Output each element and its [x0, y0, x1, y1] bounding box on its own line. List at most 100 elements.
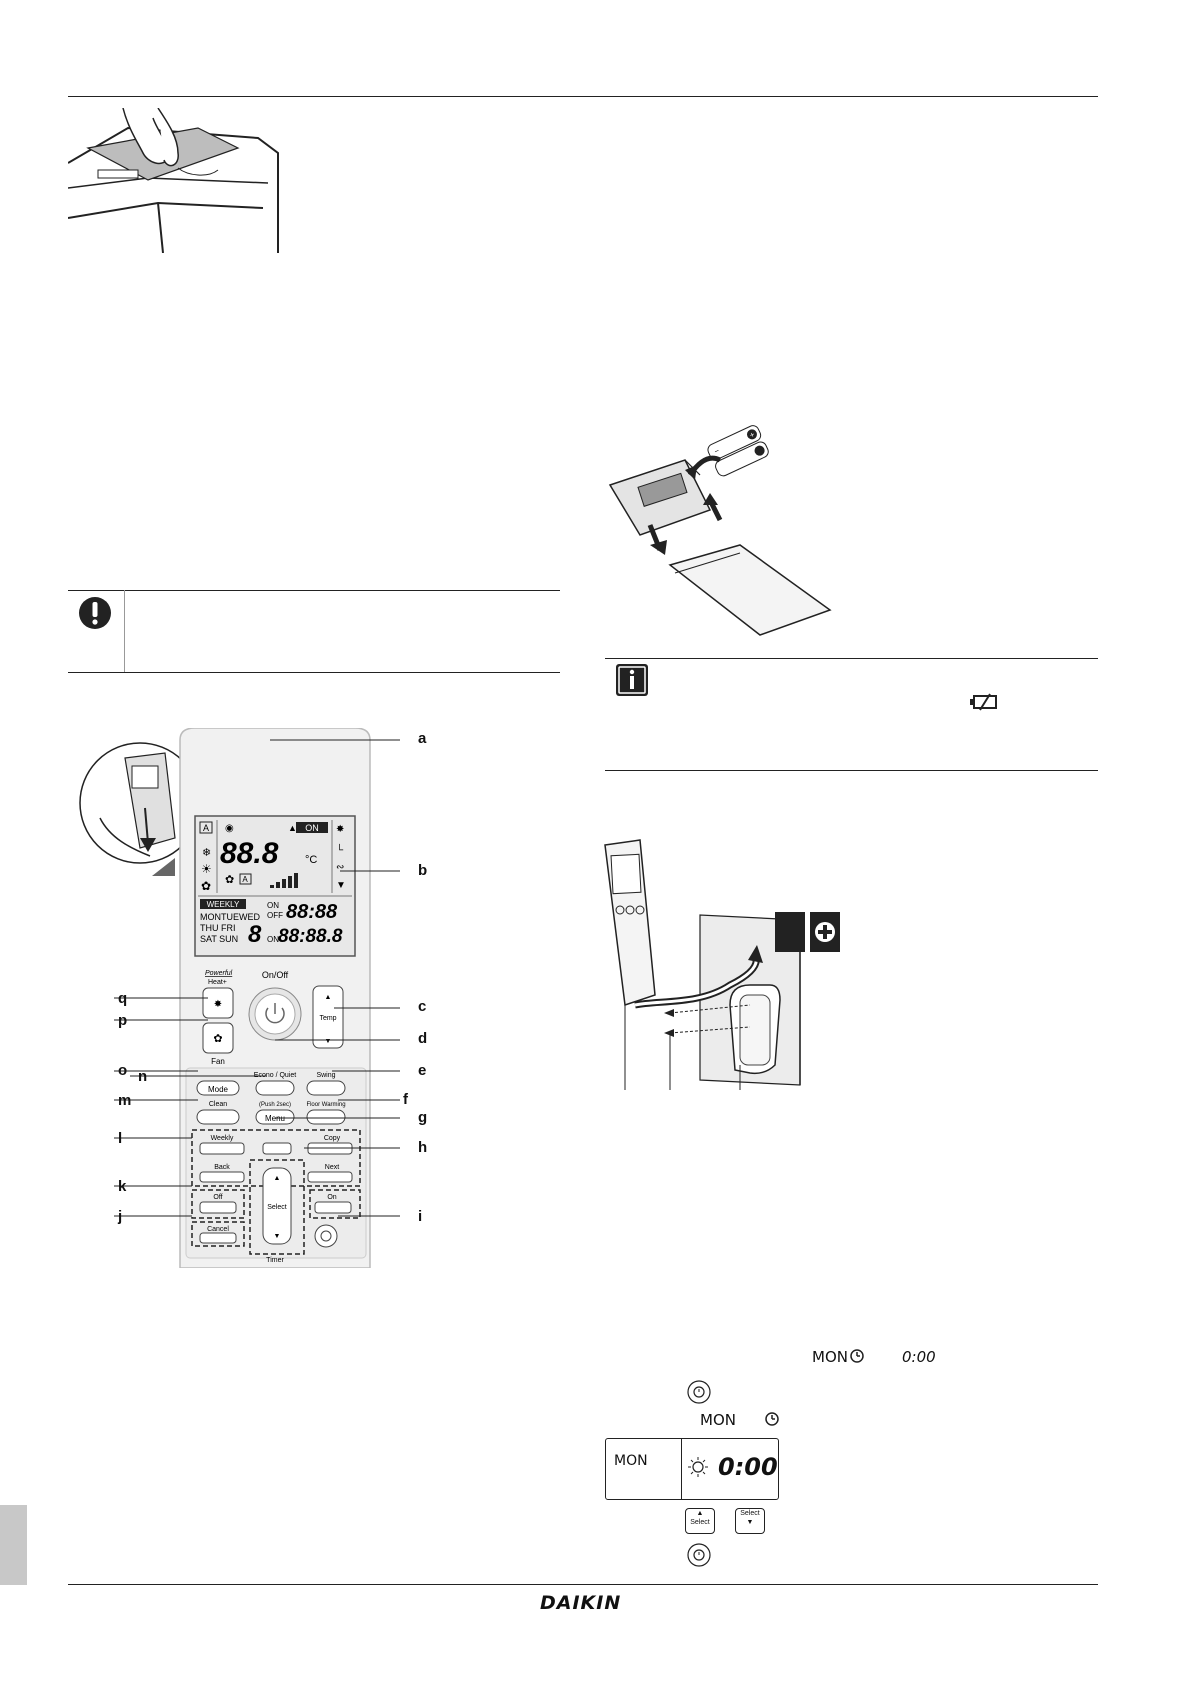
svg-text:▼: ▼ [274, 1233, 281, 1240]
callout-e: e [418, 1062, 427, 1079]
floor-warming-button[interactable] [306, 1109, 346, 1125]
select-up-label: Select [690, 1519, 710, 1526]
info-bottom-rule [605, 770, 1098, 771]
timer-button-icon-2 [687, 1543, 711, 1567]
caution-divider [124, 590, 125, 672]
select-button[interactable] [262, 1167, 292, 1245]
temp-button[interactable] [312, 985, 344, 1049]
callout-g: g [418, 1109, 428, 1126]
clean-button[interactable] [196, 1109, 240, 1125]
lcd-days-row2: THU FRI [200, 923, 236, 933]
econo-quiet-button[interactable] [255, 1080, 295, 1096]
label-floor-warming: Floor Warming [306, 1102, 345, 1108]
lcd-on-label: ON [267, 901, 279, 910]
label-clean: Clean [209, 1101, 227, 1108]
label-timer: Timer [266, 1257, 284, 1264]
svg-text:❄: ❄ [202, 847, 211, 859]
label-heat-plus: Heat+ [208, 979, 227, 986]
svg-text:✿: ✿ [225, 874, 234, 886]
battery-low-icon [970, 693, 997, 711]
fan-button[interactable] [202, 1022, 234, 1054]
weekly-button[interactable] [199, 1142, 245, 1155]
timer-lcd-preview: MON 0:00 [605, 1438, 779, 1500]
callout-o: o [118, 1062, 128, 1079]
callout-l: l [118, 1130, 123, 1147]
lcd-on-badge: ON [305, 823, 319, 833]
callout-f: f [403, 1091, 408, 1108]
svg-text:+: + [748, 430, 756, 440]
remote-holder-mounting-illustration [604, 839, 840, 1090]
back-button[interactable] [199, 1171, 245, 1183]
label-mode: Mode [208, 1085, 229, 1094]
svg-text:✸: ✸ [214, 999, 222, 1010]
svg-text:✸: ✸ [336, 824, 344, 835]
info-icon [616, 664, 648, 696]
svg-text:☀: ☀ [201, 862, 212, 876]
label-cancel: Cancel [207, 1226, 229, 1233]
svg-text:✿: ✿ [201, 879, 211, 893]
label-temp: Temp [319, 1015, 336, 1022]
select-up-icon: ▲Select [685, 1508, 715, 1534]
mode-button[interactable] [196, 1080, 240, 1096]
lcd-off-label: OFF [267, 911, 283, 920]
callout-a: a [418, 730, 427, 747]
next-button[interactable] [307, 1171, 353, 1183]
lcd-time2: 88:88.8 [278, 926, 343, 947]
lcd-on-label-2: ON [267, 935, 279, 944]
powerful-button[interactable] [202, 987, 234, 1019]
svg-text:▲: ▲ [274, 1175, 281, 1182]
lcd-weekly-badge: WEEKLY [207, 900, 240, 909]
label-off: Off [213, 1194, 222, 1201]
label-push-2sec: (Push 2sec) [259, 1102, 291, 1108]
timer-button[interactable] [314, 1224, 338, 1248]
lcd-a-box-2: A [242, 875, 248, 884]
timer-button-icon-1 [687, 1380, 711, 1404]
step-mon-text: MON [812, 1348, 848, 1366]
step-mon-text-2: MON [700, 1411, 736, 1429]
label-on-off: On/Off [262, 970, 289, 980]
label-swing: Swing [316, 1072, 335, 1079]
remote-hand-inset [79, 742, 201, 876]
step-time-text: 0:00 [902, 1348, 936, 1366]
caution-bottom-rule [68, 672, 560, 673]
callout-k: k [118, 1178, 127, 1195]
caution-top-rule [68, 590, 560, 591]
label-back: Back [214, 1164, 230, 1171]
daikin-logo: DAIKIN [540, 1592, 622, 1614]
menu-button[interactable] [255, 1109, 295, 1125]
lcd-time1: 88:88 [286, 901, 338, 923]
program-button[interactable] [262, 1142, 292, 1155]
label-select: Select [267, 1204, 287, 1211]
select-down-label: Select [740, 1510, 760, 1517]
svg-text:◉: ◉ [225, 823, 234, 834]
chapter-tab [0, 1505, 27, 1585]
lcd-a-box: A [203, 823, 209, 833]
cancel-button[interactable] [199, 1232, 237, 1244]
callout-q: q [118, 990, 128, 1007]
svg-text:✿: ✿ [213, 1033, 222, 1045]
lcd-temp-digits: 88.8 [220, 837, 279, 870]
indoor-unit-illustration [68, 108, 279, 253]
svg-text:▼: ▼ [325, 1038, 332, 1045]
header-rule [68, 96, 1098, 97]
svg-text:▲: ▲ [288, 823, 297, 833]
select-down-icon: Select▼ [735, 1508, 765, 1534]
lcd-days-row1: MONTUEWED [200, 912, 260, 922]
battery-insertion-illustration: + − [608, 425, 832, 636]
swing-button[interactable] [306, 1080, 346, 1096]
on-button[interactable] [314, 1201, 352, 1214]
svg-text:└: └ [336, 843, 344, 856]
off-button[interactable] [199, 1201, 237, 1214]
callout-n: n [138, 1068, 148, 1085]
callout-b: b [418, 862, 428, 879]
label-fan: Fan [211, 1057, 225, 1066]
lcd-day-digit: 8 [248, 921, 262, 948]
callout-j: j [118, 1208, 123, 1225]
svg-text:▲: ▲ [325, 994, 332, 1001]
callout-d: d [418, 1030, 428, 1047]
callout-m: m [118, 1092, 132, 1109]
callout-h: h [418, 1139, 428, 1156]
callout-c: c [418, 998, 427, 1015]
label-next: Next [325, 1164, 339, 1171]
lcd-time: 0:00 [718, 1453, 778, 1481]
